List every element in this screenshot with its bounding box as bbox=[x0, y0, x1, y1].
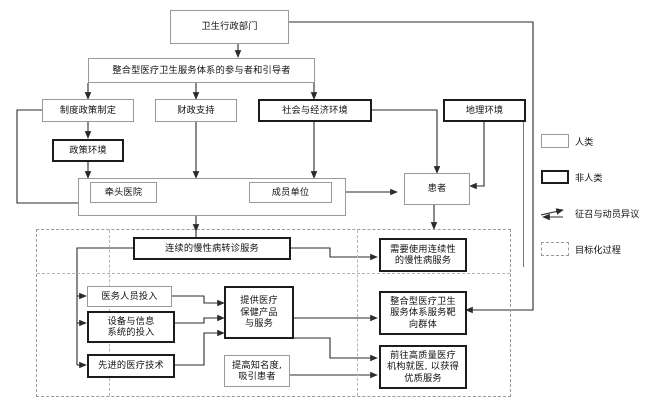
legend-item-enrollment-mobilization: 征召与动员异议 bbox=[540, 206, 640, 221]
node-seek-high-quality-care[interactable]: 前往高质量医疗 机构就医, 以获得 优质服务 bbox=[379, 345, 467, 389]
node-raise-awareness-attract-patients[interactable]: 提高知名度, 吸引患者 bbox=[224, 355, 290, 387]
node-social-economic-environment[interactable]: 社会与经济环境 bbox=[258, 99, 372, 122]
node-advanced-medical-technology[interactable]: 先进的医疗技术 bbox=[87, 354, 175, 378]
node-label: 前往高质量医疗 机构就医, 以获得 优质服务 bbox=[387, 349, 459, 384]
node-label: 牵头医院 bbox=[104, 186, 143, 198]
node-member-unit[interactable]: 成员单位 bbox=[249, 182, 332, 203]
node-label: 需要使用连续性 的慢性病服务 bbox=[390, 243, 456, 267]
node-label: 提供医疗 保健产品 与服务 bbox=[240, 295, 278, 330]
node-policy-environment[interactable]: 政策环境 bbox=[52, 139, 124, 162]
node-label: 成员单位 bbox=[271, 186, 310, 198]
node-medical-staff-input[interactable]: 医务人员投入 bbox=[87, 286, 172, 307]
node-label: 制度政策制定 bbox=[59, 104, 117, 116]
node-label: 财政支持 bbox=[177, 104, 215, 116]
node-label: 连续的慢性病转诊服务 bbox=[165, 242, 259, 254]
legend-label: 非人类 bbox=[575, 173, 603, 184]
legend-item-human: 人类 bbox=[541, 134, 593, 148]
node-system-participants-guides[interactable]: 整合型医疗卫生服务体系的参与者和引导者 bbox=[88, 58, 315, 83]
node-label: 整合型医疗卫生服务体系的参与者和引导者 bbox=[112, 64, 291, 76]
node-policy-making[interactable]: 制度政策制定 bbox=[42, 99, 134, 122]
node-label: 整合型医疗卫生 服务体系服务靶 向群体 bbox=[390, 295, 456, 330]
legend-item-targeting-process: 目标化过程 bbox=[541, 242, 621, 256]
targeting-vertical-divider-right bbox=[357, 230, 358, 396]
targeting-process-region bbox=[36, 229, 511, 397]
legend-swatch-thin-box bbox=[541, 134, 569, 148]
legend-label: 人类 bbox=[575, 137, 594, 148]
node-label: 设备与信息 系统的投入 bbox=[107, 315, 155, 339]
node-equipment-info-system-input[interactable]: 设备与信息 系统的投入 bbox=[87, 311, 175, 343]
node-label: 卫生行政部门 bbox=[201, 21, 258, 33]
node-continuous-chronic-referral[interactable]: 连续的慢性病转诊服务 bbox=[133, 237, 291, 260]
node-label: 先进的医疗技术 bbox=[98, 360, 164, 372]
node-health-admin-department[interactable]: 卫生行政部门 bbox=[170, 10, 289, 44]
legend-swatch-dashed-box bbox=[541, 242, 569, 256]
node-label: 社会与经济环境 bbox=[282, 104, 348, 116]
node-integrated-system-target-group[interactable]: 整合型医疗卫生 服务体系服务靶 向群体 bbox=[379, 291, 467, 335]
node-label: 提高知名度, 吸引患者 bbox=[231, 359, 283, 383]
legend-swatch-thick-box bbox=[541, 170, 569, 184]
node-label: 患者 bbox=[427, 183, 447, 195]
node-provide-healthcare-products-services[interactable]: 提供医疗 保健产品 与服务 bbox=[224, 286, 294, 339]
node-financial-support[interactable]: 财政支持 bbox=[155, 99, 237, 122]
node-label: 政策环境 bbox=[69, 144, 107, 156]
node-geographic-environment[interactable]: 地理环境 bbox=[443, 99, 526, 122]
node-lead-hospital[interactable]: 牵头医院 bbox=[90, 182, 157, 203]
legend-label: 征召与动员异议 bbox=[575, 209, 640, 220]
legend-item-non-human: 非人类 bbox=[541, 170, 603, 184]
legend-divider bbox=[523, 122, 524, 267]
node-need-continuous-chronic-services[interactable]: 需要使用连续性 的慢性病服务 bbox=[379, 238, 467, 272]
node-patient[interactable]: 患者 bbox=[404, 173, 470, 205]
legend-label: 目标化过程 bbox=[575, 245, 621, 256]
bidirectional-arrow-icon bbox=[540, 206, 569, 221]
node-label: 医务人员投入 bbox=[101, 290, 158, 302]
node-label: 地理环境 bbox=[465, 104, 504, 116]
targeting-inner-divider bbox=[37, 273, 510, 274]
